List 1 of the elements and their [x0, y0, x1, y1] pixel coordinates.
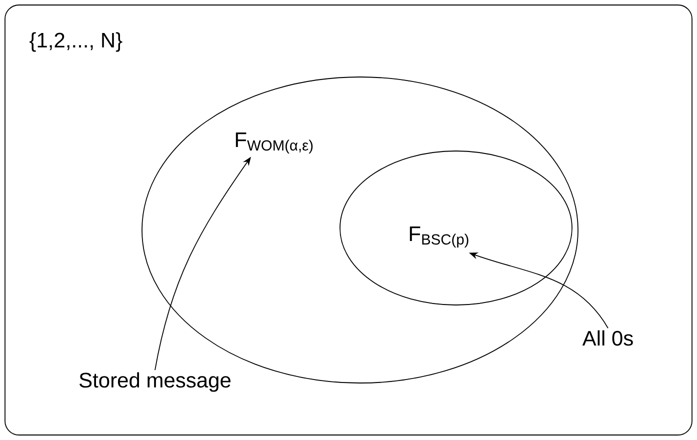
callout-text: All 0s: [582, 330, 633, 346]
